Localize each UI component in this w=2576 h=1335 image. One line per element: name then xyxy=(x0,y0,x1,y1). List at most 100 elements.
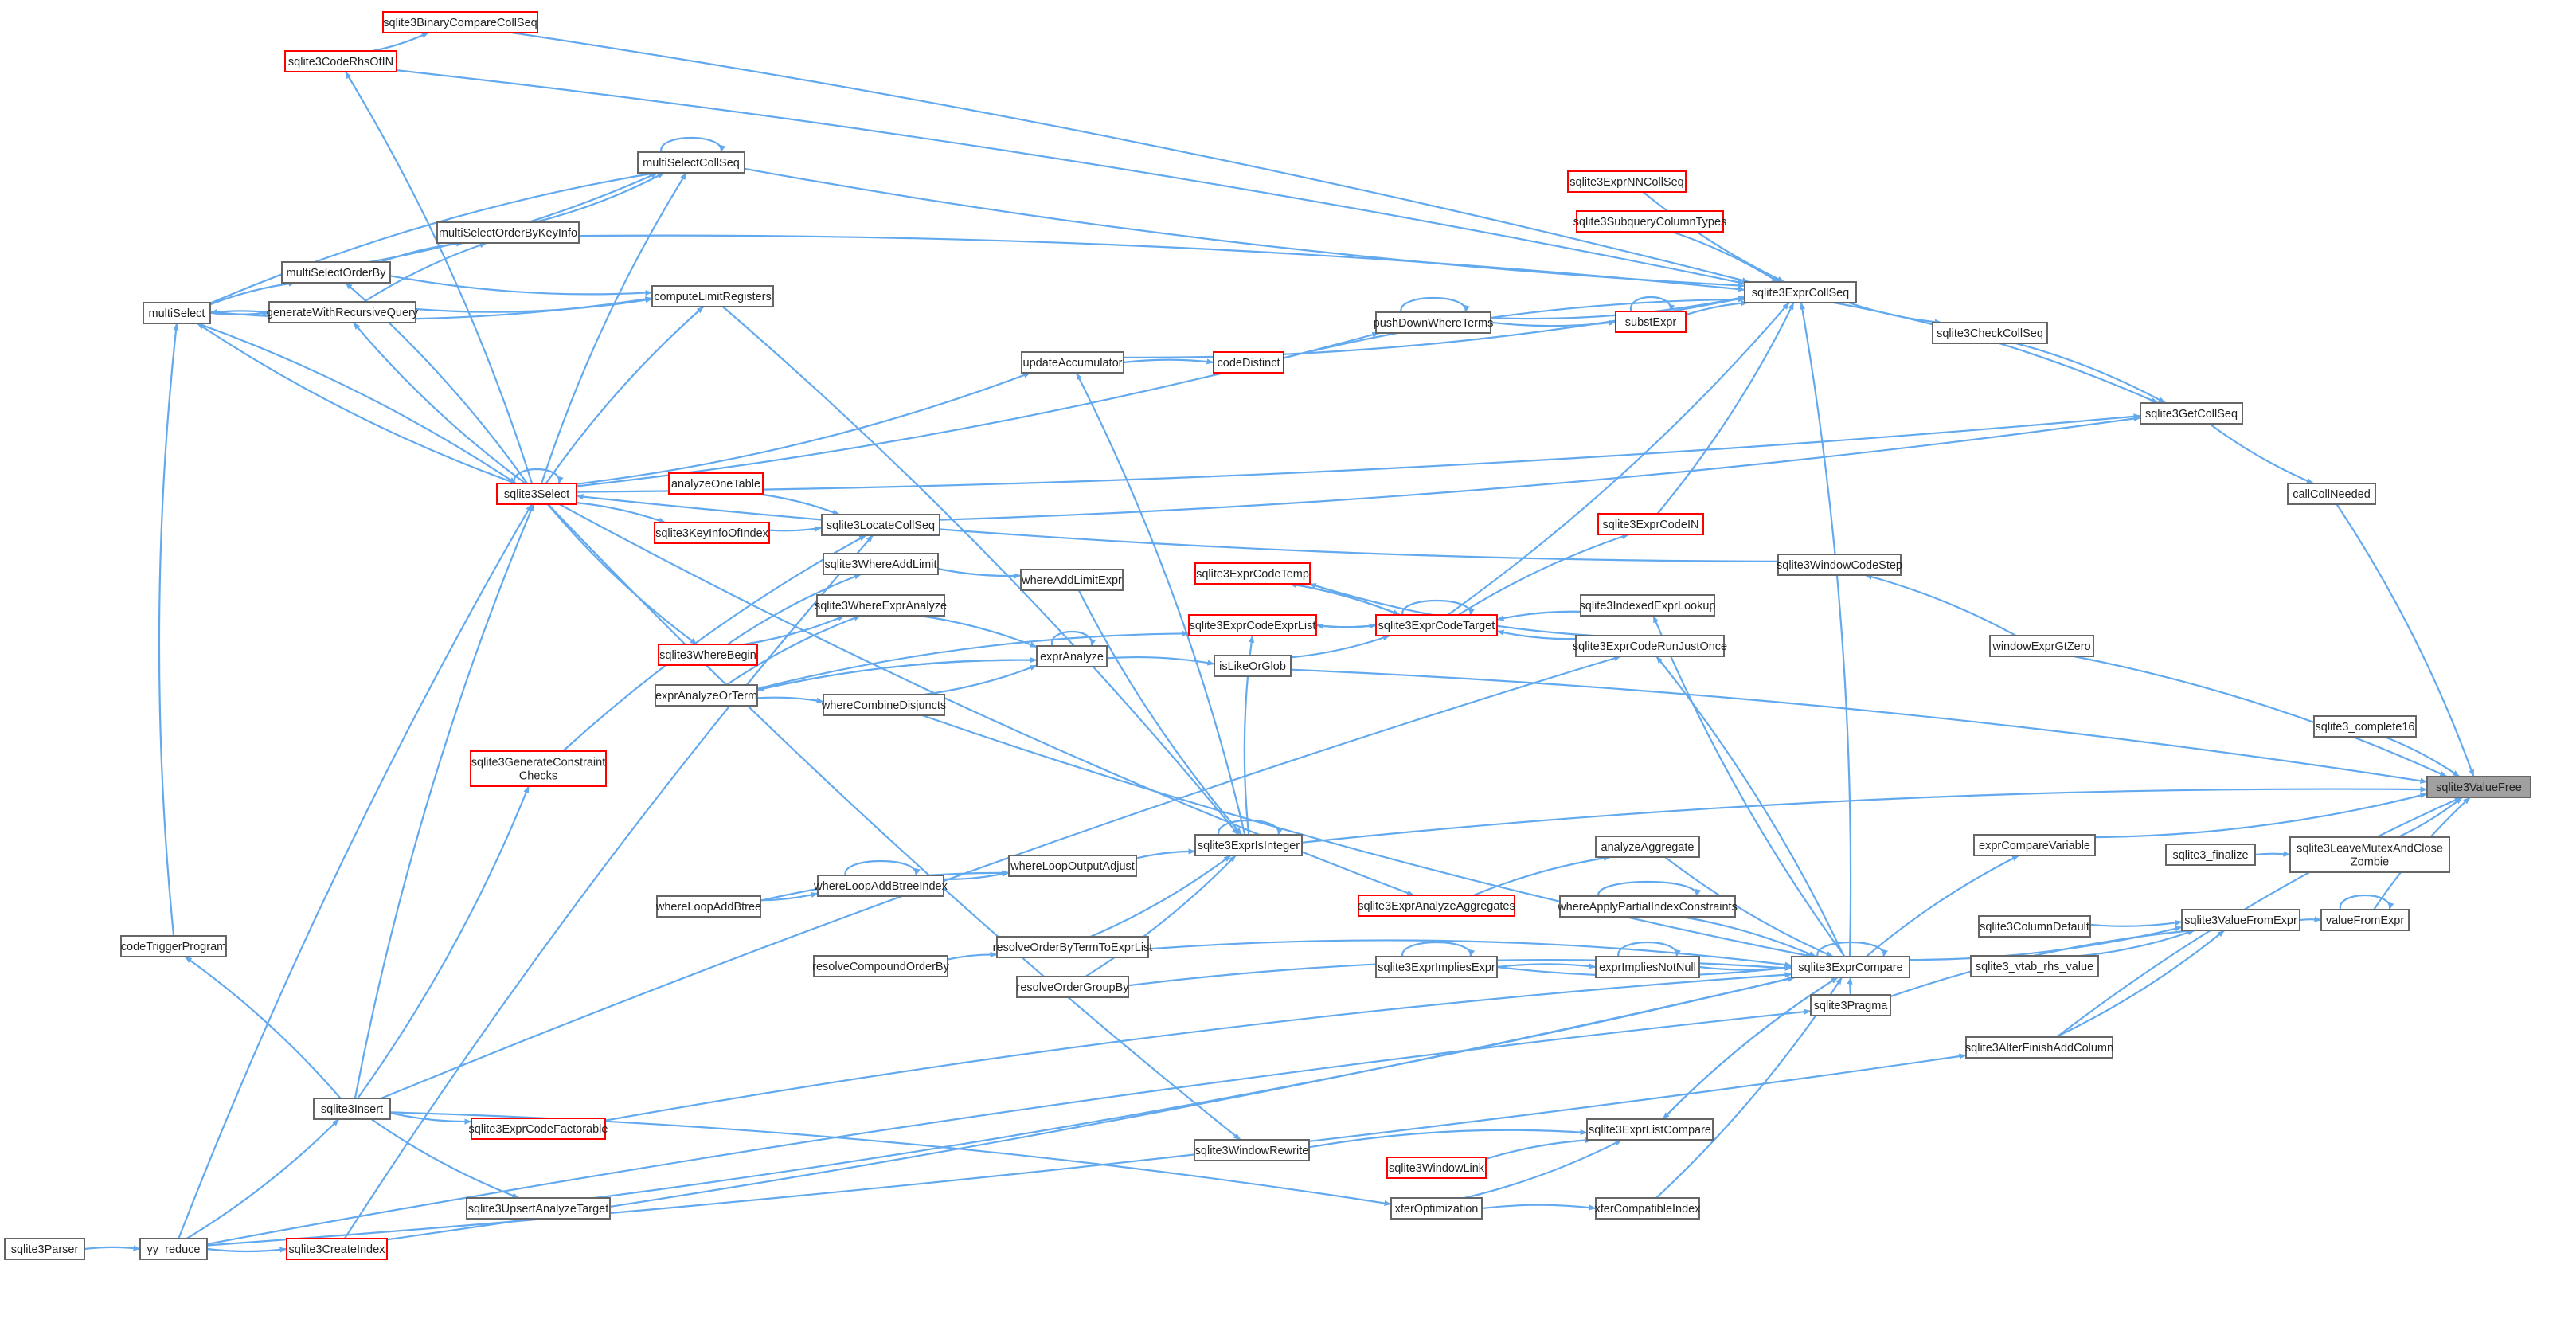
node-valueFromExpr[interactable]: valueFromExpr xyxy=(2320,909,2410,931)
node-analyzeOneTable[interactable]: analyzeOneTable xyxy=(668,472,764,495)
node-sqlite3WindowCodeStep[interactable]: sqlite3WindowCodeStep xyxy=(1777,554,1902,576)
node-pushDownWhereTerms[interactable]: pushDownWhereTerms xyxy=(1374,311,1494,334)
node-sqlite3ExprCodeRunJustOnce[interactable]: sqlite3ExprCodeRunJustOnce xyxy=(1573,635,1727,657)
node-yy_reduce[interactable]: yy_reduce xyxy=(139,1238,208,1260)
node-sqlite3LocateCollSeq[interactable]: sqlite3LocateCollSeq xyxy=(821,514,940,536)
node-sqlite3ExprImpliesExpr[interactable]: sqlite3ExprImpliesExpr xyxy=(1375,956,1498,978)
edge-multiSelectOrderBy-to-computeLimitRegisters xyxy=(389,275,653,296)
node-whereApplyPartialIndexConstraints[interactable]: whereApplyPartialIndexConstraints xyxy=(1557,895,1738,918)
node-sqlite3ExprIsInteger[interactable]: sqlite3ExprIsInteger xyxy=(1194,834,1303,856)
node-sqlite3Parser[interactable]: sqlite3Parser xyxy=(4,1238,85,1260)
node-resolveOrderByTermToExprList[interactable]: resolveOrderByTermToExprList xyxy=(993,936,1153,958)
node-sqlite3AlterFinishAddColumn[interactable]: sqlite3AlterFinishAddColumn xyxy=(1965,1036,2113,1059)
node-codeTriggerProgram[interactable]: codeTriggerProgram xyxy=(120,935,227,957)
node-label: sqlite3ValueFree xyxy=(2436,781,2522,794)
node-sqlite3GetCollSeq[interactable]: sqlite3GetCollSeq xyxy=(2140,402,2243,425)
edge-sqlite3ExprIsInteger-to-sqlite3ValueFree xyxy=(1301,786,2428,844)
node-sqlite3WindowRewrite[interactable]: sqlite3WindowRewrite xyxy=(1194,1139,1310,1161)
node-exprImpliesNotNull[interactable]: exprImpliesNotNull xyxy=(1595,956,1700,978)
node-sqlite3CodeRhsOfIN[interactable]: sqlite3CodeRhsOfIN xyxy=(284,50,397,72)
node-sqlite3Select[interactable]: sqlite3Select xyxy=(496,483,577,505)
node-sqlite3WhereExprAnalyze[interactable]: sqlite3WhereExprAnalyze xyxy=(815,594,947,617)
node-sqlite3ExprListCompare[interactable]: sqlite3ExprListCompare xyxy=(1586,1118,1714,1141)
node-multiSelectOrderBy[interactable]: multiSelectOrderBy xyxy=(281,261,391,284)
node-multiSelect[interactable]: multiSelect xyxy=(143,302,211,324)
node-exprAnalyzeOrTerm[interactable]: exprAnalyzeOrTerm xyxy=(655,684,758,707)
node-sqlite3ExprAnalyzeAggregates[interactable]: sqlite3ExprAnalyzeAggregates xyxy=(1358,895,1515,917)
node-sqlite3ExprCodeExprList[interactable]: sqlite3ExprCodeExprList xyxy=(1188,614,1317,636)
node-label: analyzeAggregate xyxy=(1601,841,1695,854)
edge-sqlite3Select-to-sqlite3KeyInfoOfIndex xyxy=(576,502,666,524)
node-callCollNeeded[interactable]: callCollNeeded xyxy=(2287,483,2376,505)
node-label: yy_reduce xyxy=(147,1243,201,1256)
node-sqlite3CheckCollSeq[interactable]: sqlite3CheckCollSeq xyxy=(1932,322,2048,344)
node-whereLoopOutputAdjust[interactable]: whereLoopOutputAdjust xyxy=(1008,855,1137,877)
node-sqlite3BinaryCompareCollSeq[interactable]: sqlite3BinaryCompareCollSeq xyxy=(382,11,538,33)
node-sqlite3ExprCompare[interactable]: sqlite3ExprCompare xyxy=(1791,956,1910,978)
node-sqlite3ExprNNCollSeq[interactable]: sqlite3ExprNNCollSeq xyxy=(1567,170,1687,193)
node-sqlite3KeyInfoOfIndex[interactable]: sqlite3KeyInfoOfIndex xyxy=(654,522,770,544)
edge-sqlite3LeaveMutexAndCloseZombie-to-sqlite3ValueFree xyxy=(2398,797,2463,838)
node-whereCombineDisjuncts[interactable]: whereCombineDisjuncts xyxy=(821,694,946,716)
edge-computeLimitRegisters-to-sqlite3ExprIsInteger xyxy=(721,306,1240,836)
node-box xyxy=(1194,562,1311,585)
node-label: sqlite3WindowCodeStep xyxy=(1777,559,1902,572)
node-sqlite3IndexedExprLookup[interactable]: sqlite3IndexedExprLookup xyxy=(1580,594,1716,617)
node-sqlite3_finalize[interactable]: sqlite3_finalize xyxy=(2165,844,2256,866)
node-multiSelectOrderByKeyInfo[interactable]: multiSelectOrderByKeyInfo xyxy=(436,221,580,244)
node-whereLoopAddBtreeIndex[interactable]: whereLoopAddBtreeIndex xyxy=(813,875,948,897)
node-resolveOrderGroupBy[interactable]: resolveOrderGroupBy xyxy=(1016,976,1129,998)
node-sqlite3ExprCodeFactorable[interactable]: sqlite3ExprCodeFactorable xyxy=(469,1118,608,1140)
node-updateAccumulator[interactable]: updateAccumulator xyxy=(1021,351,1124,374)
node-multiSelectCollSeq[interactable]: multiSelectCollSeq xyxy=(637,151,745,174)
node-xferCompatibleIndex[interactable]: xferCompatibleIndex xyxy=(1595,1197,1702,1220)
node-sqlite3_vtab_rhs_value[interactable]: sqlite3_vtab_rhs_value xyxy=(1970,955,2099,977)
node-generateWithRecursiveQuery[interactable]: generateWithRecursiveQuery xyxy=(267,301,419,323)
node-exprAnalyze[interactable]: exprAnalyze xyxy=(1036,645,1108,668)
edge-sqlite3ValueFromExpr-to-valueFromExpr xyxy=(2299,916,2322,922)
node-box xyxy=(1358,895,1515,917)
edge-sqlite3ExprCodeFactorable-to-sqlite3ExprCompare xyxy=(604,972,1792,1122)
edge-isLikeOrGlob-to-sqlite3ExprCodeTarget xyxy=(1290,634,1390,659)
node-exprCompareVariable[interactable]: exprCompareVariable xyxy=(1973,834,2096,856)
node-box xyxy=(1989,635,2094,657)
node-label: sqlite3WindowRewrite xyxy=(1195,1145,1309,1157)
node-sqlite3Insert[interactable]: sqlite3Insert xyxy=(313,1098,391,1120)
node-sqlite3WhereAddLimit[interactable]: sqlite3WhereAddLimit xyxy=(823,553,939,575)
node-sqlite3WindowLink[interactable]: sqlite3WindowLink xyxy=(1386,1157,1487,1179)
edge-sqlite3ExprCodeTarget-to-sqlite3ExprCodeIN xyxy=(1457,533,1629,616)
node-sqlite3Pragma[interactable]: sqlite3Pragma xyxy=(1810,994,1891,1016)
node-windowExprGtZero[interactable]: windowExprGtZero xyxy=(1989,635,2094,657)
edge-sqlite3ExprCompare-to-sqlite3ExprCollSeq xyxy=(1799,302,1852,957)
node-sqlite3_complete16[interactable]: sqlite3_complete16 xyxy=(2313,715,2417,738)
node-isLikeOrGlob[interactable]: isLikeOrGlob xyxy=(1214,655,1292,677)
node-sqlite3CreateIndex[interactable]: sqlite3CreateIndex xyxy=(286,1238,388,1260)
node-sqlite3ColumnDefault[interactable]: sqlite3ColumnDefault xyxy=(1978,915,2091,938)
node-box xyxy=(268,301,416,323)
edge-sqlite3ExprCodeTemp-to-sqlite3ExprCodeTarget xyxy=(1289,582,1401,617)
node-whereAddLimitExpr[interactable]: whereAddLimitExpr xyxy=(1020,569,1124,591)
node-whereLoopAddBtree[interactable]: whereLoopAddBtree xyxy=(655,895,761,918)
node-sqlite3ValueFromExpr[interactable]: sqlite3ValueFromExpr xyxy=(2181,909,2300,931)
node-sqlite3SubqueryColumnTypes[interactable]: sqlite3SubqueryColumnTypes xyxy=(1573,210,1727,233)
node-sqlite3ExprCodeTemp[interactable]: sqlite3ExprCodeTemp xyxy=(1194,562,1311,585)
node-sqlite3UpsertAnalyzeTarget[interactable]: sqlite3UpsertAnalyzeTarget xyxy=(466,1197,611,1220)
node-xferOptimization[interactable]: xferOptimization xyxy=(1390,1197,1483,1220)
node-computeLimitRegisters[interactable]: computeLimitRegisters xyxy=(651,285,774,307)
node-box xyxy=(139,1238,208,1260)
node-analyzeAggregate[interactable]: analyzeAggregate xyxy=(1595,836,1700,858)
node-sqlite3ExprCodeTarget[interactable]: sqlite3ExprCodeTarget xyxy=(1375,614,1498,636)
edge-sqlite3Select-to-sqlite3WhereBegin xyxy=(546,503,698,645)
node-sqlite3WhereBegin[interactable]: sqlite3WhereBegin xyxy=(658,644,758,666)
node-box xyxy=(2320,909,2410,931)
node-sqlite3ExprCodeIN[interactable]: sqlite3ExprCodeIN xyxy=(1597,513,1704,535)
node-substExpr[interactable]: substExpr xyxy=(1615,311,1687,333)
node-box xyxy=(120,935,227,957)
node-sqlite3ValueFree[interactable]: sqlite3ValueFree xyxy=(2426,776,2531,798)
node-codeDistinct[interactable]: codeDistinct xyxy=(1213,351,1284,374)
node-sqlite3ExprCollSeq[interactable]: sqlite3ExprCollSeq xyxy=(1744,281,1857,303)
node-resolveCompoundOrderBy[interactable]: resolveCompoundOrderBy xyxy=(812,955,950,977)
edge-sqlite3Insert-to-codeTriggerProgram xyxy=(184,956,342,1099)
